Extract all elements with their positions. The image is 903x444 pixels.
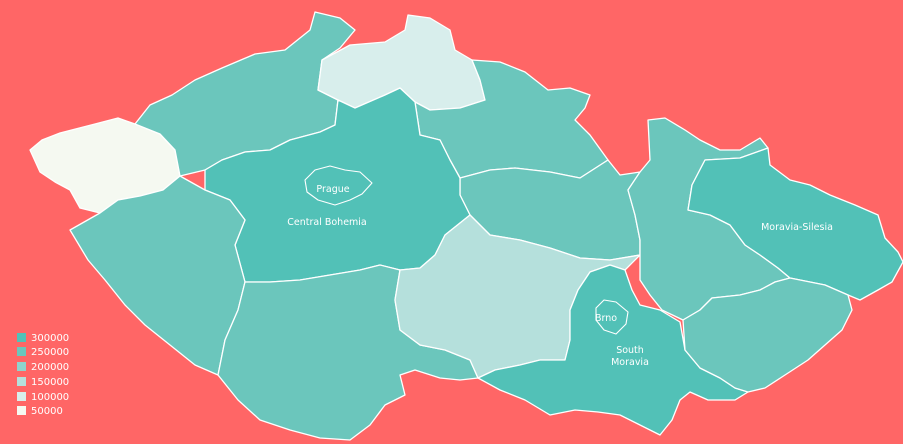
legend-swatch-1 bbox=[17, 347, 26, 356]
legend-label-0: 300000 bbox=[31, 333, 69, 344]
region-south-bohemia[interactable] bbox=[217, 264, 479, 441]
region-zlin[interactable] bbox=[682, 277, 853, 393]
legend-label-4: 100000 bbox=[31, 392, 69, 403]
label-south-moravia-line1: South bbox=[616, 345, 644, 356]
legend-label-5: 50000 bbox=[31, 406, 63, 417]
legend-swatch-3 bbox=[17, 377, 26, 386]
legend-label-2: 200000 bbox=[31, 362, 69, 373]
brno-boundary bbox=[595, 299, 629, 335]
label-prague: Prague bbox=[316, 184, 349, 195]
label-south-moravia-line2: Moravia bbox=[611, 357, 649, 368]
label-central-bohemia: Central Bohemia bbox=[287, 217, 367, 228]
region-moravia-silesia[interactable] bbox=[687, 147, 903, 301]
legend: 300000 250000 200000 150000 100000 50000 bbox=[17, 333, 69, 417]
legend-swatch-0 bbox=[17, 333, 26, 342]
legend-swatch-2 bbox=[17, 362, 26, 371]
label-moravia-silesia: Moravia-Silesia bbox=[761, 222, 833, 233]
legend-label-3: 150000 bbox=[31, 377, 69, 388]
legend-label-1: 250000 bbox=[31, 347, 69, 358]
legend-swatch-5 bbox=[17, 406, 26, 415]
region-south-moravia[interactable] bbox=[477, 264, 749, 436]
legend-swatch-4 bbox=[17, 392, 26, 401]
label-brno: Brno bbox=[595, 313, 617, 324]
prague-boundary bbox=[304, 165, 373, 206]
